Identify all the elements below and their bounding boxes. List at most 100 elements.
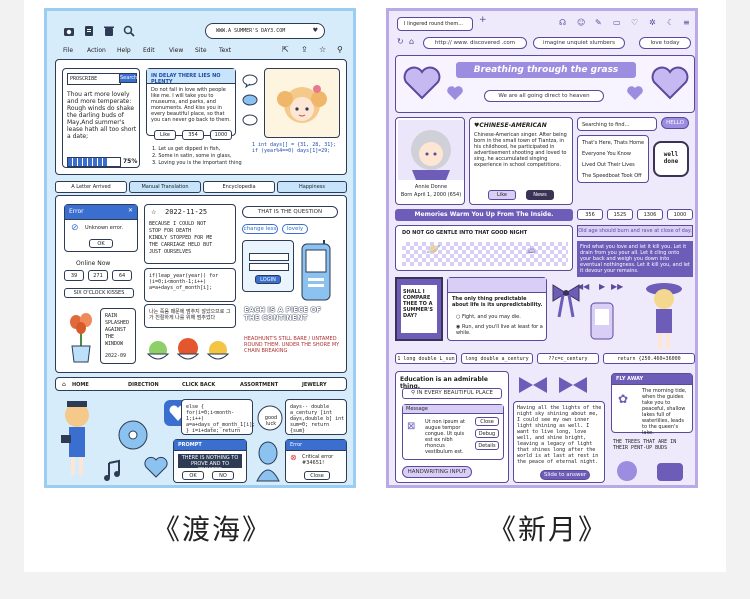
delay-window: IN DELAY THERE LIES NO PLENTY Do not fal… bbox=[146, 68, 236, 136]
chat-bubble-white-icon bbox=[242, 114, 258, 128]
search-button[interactable]: Search bbox=[119, 73, 138, 83]
headphones-icon[interactable]: ☊ bbox=[559, 18, 567, 27]
bows-row bbox=[513, 373, 593, 397]
url-field[interactable]: http:// www. discovered .com bbox=[423, 37, 527, 49]
menu-action[interactable]: Action bbox=[87, 47, 106, 54]
online-status: Online Now bbox=[76, 260, 111, 267]
trash-icon[interactable] bbox=[103, 25, 115, 37]
menu-edit[interactable]: Edit bbox=[143, 47, 155, 54]
ok-button[interactable]: OK bbox=[89, 239, 113, 248]
settings-icon[interactable]: ✲ bbox=[649, 18, 656, 27]
menu-icon[interactable]: ≡ bbox=[683, 18, 690, 27]
tab-encyclopedia[interactable]: Encyclopedia bbox=[203, 181, 275, 193]
close-icon[interactable]: ✕ bbox=[127, 207, 133, 214]
prompt-ok-button[interactable]: OK bbox=[182, 471, 204, 480]
bio-text: Chinese-American singer. After being bor… bbox=[474, 132, 567, 168]
document-icon[interactable] bbox=[83, 25, 95, 37]
username-field[interactable] bbox=[249, 253, 289, 261]
menu-text[interactable]: Text bbox=[219, 47, 232, 54]
menu-help[interactable]: Help bbox=[117, 47, 131, 54]
tab-translation[interactable]: Manual Translation bbox=[129, 181, 201, 193]
nav-jewelry[interactable]: JEWELRY bbox=[302, 382, 327, 388]
code-window-4: days-- double a_century [int days,double… bbox=[285, 399, 347, 435]
search-icon[interactable] bbox=[123, 25, 135, 37]
search-field[interactable]: imagine unquiet slumbers bbox=[533, 37, 625, 49]
password-field[interactable] bbox=[249, 263, 289, 271]
nav-click-back[interactable]: CLICK BACK bbox=[182, 382, 216, 388]
code-strip: 1 long double L_sun long double a_centur… bbox=[395, 353, 695, 365]
rain-date: 2022-09 bbox=[105, 353, 127, 359]
list-item: Everyone You Know bbox=[582, 151, 631, 157]
error-x-icon: ⊠ bbox=[407, 421, 416, 432]
like-button[interactable]: Like bbox=[154, 130, 176, 140]
message-close-button[interactable]: Close bbox=[475, 417, 499, 426]
heart-outline-icon[interactable]: ♡ bbox=[631, 18, 639, 27]
radio-option[interactable]: ○ Fight, and you may die. bbox=[456, 314, 521, 320]
bio-news-button[interactable]: News bbox=[526, 190, 554, 200]
login-button[interactable]: LOGIN bbox=[255, 275, 281, 284]
mono-text: Having all the lights of the night sky s… bbox=[517, 405, 602, 465]
address-bar[interactable]: WWW.A SUMMER'S DAY3.COM ♥ bbox=[205, 23, 325, 39]
bio-like-button[interactable]: Like bbox=[488, 190, 516, 200]
planet-icon: 🪐 bbox=[426, 242, 441, 256]
find-love-block: Find what you love and let it kill you. … bbox=[577, 241, 693, 277]
moon-icon[interactable]: ☾ bbox=[667, 18, 675, 27]
heart-left-icon bbox=[402, 64, 442, 102]
browser-tab[interactable]: I lingered round them... bbox=[397, 17, 473, 31]
poem-line: KINDLY STOPPED FOR ME bbox=[149, 235, 213, 241]
user-icon[interactable]: ⚲ bbox=[337, 45, 343, 54]
message-title: Message bbox=[406, 406, 428, 412]
fly-titlebar bbox=[612, 374, 692, 385]
progress-bar bbox=[67, 157, 121, 167]
star-icon[interactable]: ☆ bbox=[319, 45, 327, 54]
banner-title: Breathing through the grass bbox=[473, 65, 619, 75]
menu-site[interactable]: Site bbox=[195, 47, 207, 54]
chat-bubble-blue-icon bbox=[242, 94, 258, 108]
stat-badge: 64 bbox=[112, 270, 132, 281]
reload-icon[interactable]: ↻ bbox=[397, 37, 404, 46]
new-tab-icon[interactable]: + bbox=[479, 15, 487, 25]
tab-letter[interactable]: A Letter Arrived bbox=[55, 181, 127, 193]
next-icon[interactable]: ▶▶ bbox=[611, 282, 624, 291]
prev-icon[interactable]: ◀◀ bbox=[577, 282, 590, 291]
code-chip: ??c=c_century bbox=[537, 353, 599, 364]
prompt-no-button[interactable]: NO bbox=[212, 471, 234, 480]
stat-badge: 356 bbox=[577, 209, 603, 220]
menu-view[interactable]: View bbox=[169, 47, 184, 54]
nav-direction[interactable]: DIRECTION bbox=[128, 382, 159, 388]
window-controls: ☊ ☺ ✎ ▭ ♡ ✲ ☾ ≡ bbox=[559, 19, 695, 31]
error2-text: Critical error #34651! bbox=[302, 454, 334, 466]
nav-assortment[interactable]: ASSORTMENT bbox=[240, 382, 279, 388]
love-today-button[interactable]: love today bbox=[639, 37, 691, 49]
handwriting-input-button[interactable]: HANDWRITING INPUT bbox=[402, 466, 472, 478]
slide-to-answer[interactable]: Slide to answer bbox=[540, 470, 590, 480]
user-icon[interactable]: ☺ bbox=[577, 18, 586, 27]
share-icon[interactable]: ⇪ bbox=[301, 45, 308, 54]
predictable-titlebar bbox=[448, 278, 546, 293]
code-snippet-1: 1 int days[] = {31, 28, 31}; if (year%4=… bbox=[252, 142, 337, 154]
external-link-icon[interactable]: ⇱ bbox=[282, 45, 289, 54]
message-details-button[interactable]: Details bbox=[475, 441, 499, 450]
question-pill[interactable]: THAT IS THE QUESTION bbox=[242, 206, 338, 218]
delay-text: Do not fall in love with people like me.… bbox=[151, 87, 231, 123]
menu-file[interactable]: File bbox=[63, 47, 74, 54]
chip-lovely[interactable]: lovely bbox=[282, 224, 308, 234]
nav-home[interactable]: HOME bbox=[72, 382, 89, 388]
like-count: 354 bbox=[182, 130, 204, 140]
camera-icon[interactable] bbox=[63, 25, 75, 37]
radio-option[interactable]: ◉ Run, and you'll live at least for a wh… bbox=[456, 324, 543, 336]
every-place-field[interactable]: ⚲ IN EVERY BEAUTIFUL PLACE bbox=[402, 388, 502, 399]
searching-box[interactable]: Searching to find... bbox=[577, 117, 657, 131]
edit-icon[interactable]: ✎ bbox=[595, 18, 602, 27]
teapot-icon: ☕ bbox=[526, 242, 537, 256]
search-input[interactable]: PROSCRIBE bbox=[67, 73, 121, 85]
chip-change-less[interactable]: change less bbox=[242, 224, 278, 234]
close-button[interactable]: Close bbox=[304, 471, 330, 480]
message-titlebar bbox=[403, 405, 503, 414]
play-icon[interactable]: ▶ bbox=[599, 282, 606, 291]
home-icon[interactable]: ⌂ bbox=[409, 37, 415, 46]
tab-happiness[interactable]: Happiness bbox=[277, 181, 347, 193]
message-debug-button[interactable]: Debug bbox=[475, 429, 499, 438]
heaven-pill[interactable]: We are all going direct to heaven bbox=[484, 90, 604, 102]
chat-icon[interactable]: ▭ bbox=[613, 18, 621, 27]
